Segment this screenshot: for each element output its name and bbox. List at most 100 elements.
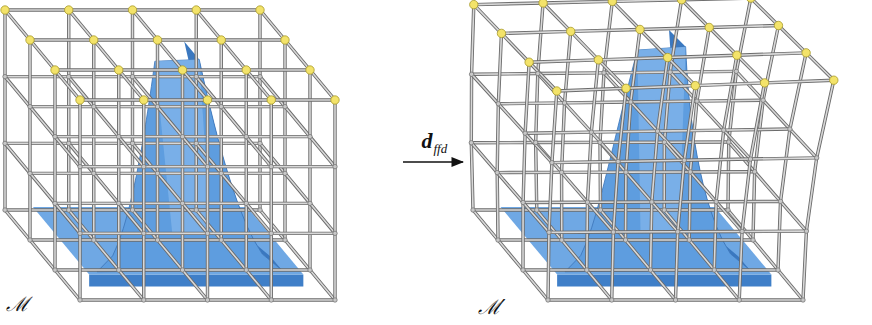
lattice-edge-highlight <box>697 101 724 130</box>
lattice-edge <box>678 160 685 231</box>
lattice-edge <box>523 270 548 300</box>
lattice-edge-highlight <box>689 172 690 240</box>
lattice-edge <box>183 270 208 300</box>
lattice-edge <box>689 240 714 270</box>
lattice-edge-highlight <box>143 100 145 167</box>
lattice-edge-highlight <box>158 240 183 270</box>
lattice-edge <box>78 100 81 167</box>
lattice-edge-highlight <box>309 137 311 204</box>
lattice-edge <box>55 68 119 71</box>
lattice-edge-highlight <box>523 201 587 203</box>
lattice-edge-highlight <box>334 167 336 234</box>
lattice-edge <box>651 268 715 271</box>
lattice-edge <box>474 3 543 5</box>
lattice-edge <box>471 143 497 173</box>
control-point <box>283 171 287 175</box>
lattice-edge-highlight <box>183 203 247 205</box>
control-point-active <box>636 25 644 33</box>
lattice-edge <box>612 1 640 29</box>
lattice-edge-highlight <box>501 33 529 62</box>
lattice-edge-highlight <box>118 137 120 204</box>
lattice-edge <box>498 33 501 103</box>
control-point <box>726 208 730 212</box>
control-point-active <box>553 87 561 95</box>
lattice-edge <box>119 137 144 167</box>
lattice-edge-highlight <box>5 210 30 240</box>
lattice-edge <box>30 38 94 41</box>
lattice-edge-highlight <box>54 137 56 204</box>
lattice-edge-highlight <box>497 104 498 173</box>
lattice-edge-highlight <box>538 74 565 103</box>
lattice-edge-highlight <box>663 142 665 210</box>
control-point <box>521 268 525 272</box>
lattice-edge <box>69 10 94 40</box>
lattice-edge-highlight <box>525 62 529 133</box>
lattice-edge-highlight <box>658 130 724 131</box>
lattice-edge-highlight <box>778 270 803 300</box>
lattice-edge <box>220 40 223 107</box>
lattice-edge-highlight <box>626 172 652 202</box>
control-point <box>180 268 184 272</box>
lattice-edge-highlight <box>548 299 612 301</box>
control-point-active <box>470 0 478 8</box>
lattice-edge <box>668 55 737 57</box>
lattice-edge <box>571 31 599 59</box>
lattice-edge <box>618 160 684 161</box>
lattice-edge-highlight <box>525 133 552 162</box>
lattice-edge-highlight <box>652 202 678 232</box>
lattice-edge <box>5 8 69 11</box>
lattice-edge <box>283 40 286 107</box>
lattice-edge-highlight <box>55 137 80 167</box>
control-point-active <box>539 0 547 7</box>
lattice-edge-highlight <box>207 233 209 300</box>
control-point <box>78 298 82 302</box>
lattice-edge-highlight <box>613 231 677 233</box>
lattice-edge-highlight <box>571 31 599 59</box>
lattice-edge <box>652 200 716 204</box>
control-point <box>258 74 262 78</box>
control-point-active <box>608 0 616 6</box>
lattice-edge-highlight <box>259 10 261 77</box>
lattice-edge <box>92 107 95 174</box>
lattice-edge <box>585 202 589 270</box>
lattice-edge <box>529 62 557 91</box>
lattice-edge <box>548 298 612 301</box>
lattice-edge-highlight <box>714 202 716 270</box>
lattice-edge <box>714 268 778 271</box>
figure-region: ℳ′ <box>466 0 872 325</box>
lattice-edge-highlight <box>543 1 612 3</box>
lattice-edge <box>221 240 246 270</box>
lattice-edge-highlight <box>93 173 95 240</box>
lattice-edge <box>587 268 651 271</box>
lattice-edge <box>181 203 184 270</box>
lattice-edge <box>30 173 55 203</box>
lattice-edge <box>626 240 651 270</box>
lattice-edge <box>765 80 834 83</box>
control-point <box>673 298 677 302</box>
control-point-active <box>677 0 685 4</box>
lattice-edge <box>158 238 222 241</box>
lattice-edge <box>158 172 222 175</box>
lattice-edge-highlight <box>640 29 668 57</box>
lattice-edge-highlight <box>557 88 626 91</box>
lattice-edge-highlight <box>310 70 335 100</box>
lattice-edge <box>30 105 94 108</box>
lattice-edge-highlight <box>183 136 247 138</box>
control-point-active <box>1 6 9 14</box>
control-point <box>536 71 540 75</box>
control-point <box>269 231 273 235</box>
lattice-edge-highlight <box>5 143 30 173</box>
lattice-edge-highlight <box>523 269 587 271</box>
lattice-edge <box>763 25 778 100</box>
lattice-edge <box>310 203 335 233</box>
lattice-edge-highlight <box>334 233 336 300</box>
lattice-edge-highlight <box>54 203 56 270</box>
blue-solid <box>501 30 772 286</box>
lattice-edge-highlight <box>270 167 272 234</box>
lattice-edge-highlight <box>285 40 310 70</box>
lattice-edge-highlight <box>652 131 658 202</box>
lattice-edge-highlight <box>684 159 750 160</box>
lattice-edge-highlight <box>55 270 80 300</box>
lattice-edge <box>803 231 806 300</box>
lattice-edge-highlight <box>119 203 183 205</box>
